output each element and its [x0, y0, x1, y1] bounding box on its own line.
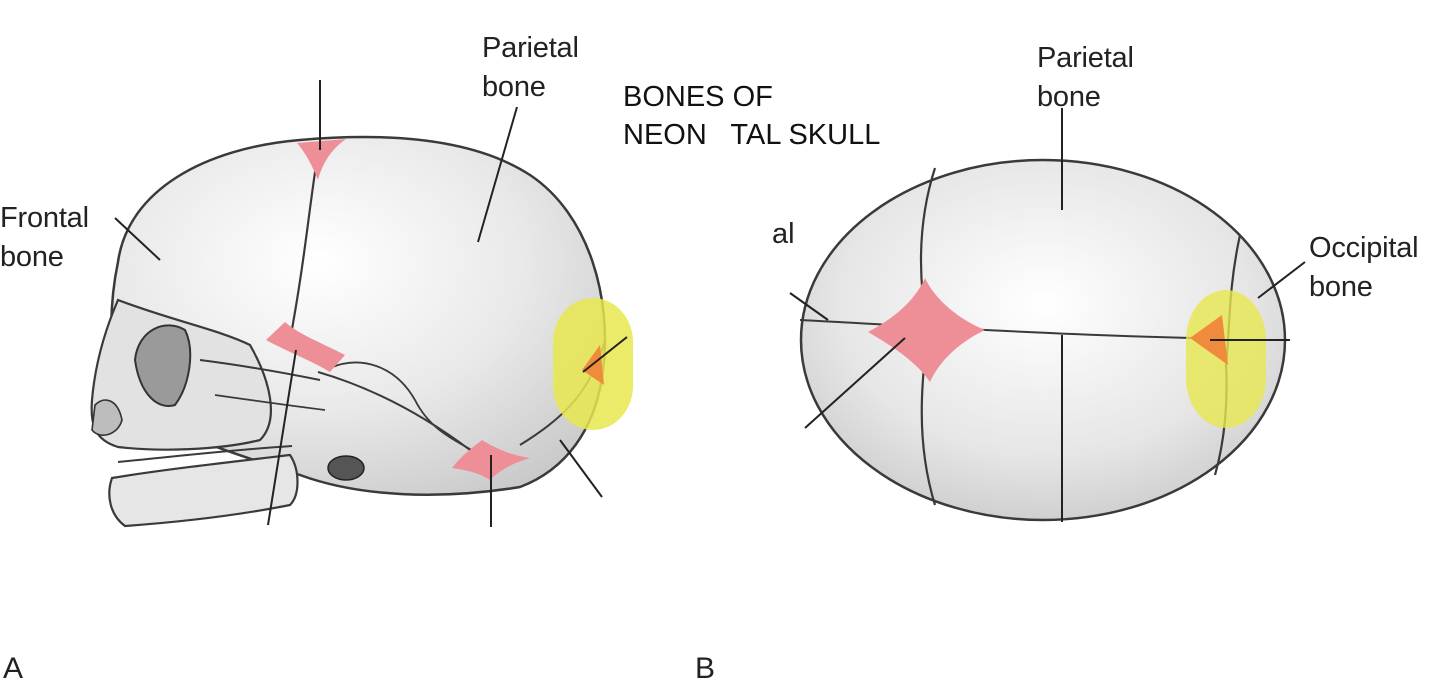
- anterior-fontanelle-lateral: [297, 139, 346, 180]
- label-frontal-bone-a: Frontal bone: [0, 199, 89, 277]
- lateral-mandible: [108, 453, 299, 528]
- panel-letter-b: B: [695, 652, 716, 685]
- leader-frontal: [114, 217, 161, 261]
- superior-skull-view: [789, 108, 1306, 522]
- anterior-fontanelle-superior: [868, 278, 985, 382]
- label-text: Parietal: [482, 32, 579, 64]
- leader-occipital-a: [559, 439, 603, 498]
- label-occipital-bone-b: Occipital bone: [1309, 229, 1419, 307]
- label-text: Frontal: [0, 202, 89, 234]
- posterior-fontanelle-superior: [1190, 315, 1228, 365]
- panel-letter-a: A: [3, 652, 24, 685]
- lateral-orbit: [133, 324, 192, 407]
- leader-posterior-a: [582, 336, 628, 373]
- title-line-1: BONES OF: [623, 81, 773, 113]
- title-line-2: NEON TAL SKULL: [623, 119, 881, 151]
- label-text: bone: [0, 241, 64, 273]
- leader-frontal-b: [789, 292, 829, 321]
- lateral-nasal: [91, 399, 123, 436]
- sphenoidal-fontanelle: [266, 322, 345, 372]
- leader-anterior-b: [804, 337, 906, 429]
- leader-parietal-a: [477, 106, 518, 243]
- label-text: Parietal: [1037, 42, 1134, 74]
- leader-occipital-b: [1257, 261, 1306, 299]
- lateral-ear-opening: [327, 455, 365, 481]
- leader-sphenoidal: [267, 349, 297, 526]
- diagram-title: BONES OF NEON TAL SKULL: [623, 78, 880, 154]
- label-text: bone: [1309, 271, 1373, 303]
- label-fragment-b: al: [772, 218, 795, 250]
- label-text: Occipital: [1309, 232, 1419, 264]
- label-parietal-bone-a: Parietal bone: [482, 29, 579, 107]
- label-parietal-bone-b: Parietal bone: [1037, 39, 1134, 117]
- label-text: bone: [482, 71, 546, 103]
- label-text: bone: [1037, 81, 1101, 113]
- lateral-skull-view: [90, 80, 633, 528]
